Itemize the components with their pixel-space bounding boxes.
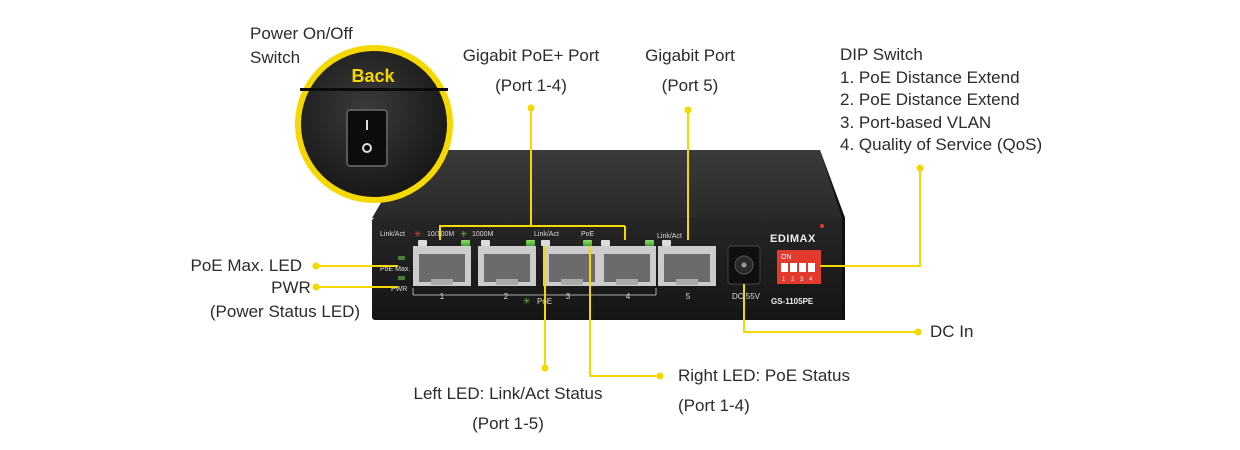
brand-logo: EDIMAX <box>770 233 816 245</box>
port-number: 2 <box>504 292 509 301</box>
model-label: GS-1105PE <box>771 297 814 306</box>
dc-in-label-text: DC In <box>930 322 974 341</box>
left-led-label-line1: Left LED: Link/Act Status <box>413 384 603 403</box>
panel-pwr-label: PWR <box>391 286 407 293</box>
poe-port-label-line1: Gigabit PoE+ Port <box>462 46 600 65</box>
port-number: 5 <box>686 292 691 301</box>
pwr-label-line1: PWR <box>271 278 311 297</box>
power-switch-label-line2: Switch <box>250 48 301 67</box>
left-led-label: Left LED: Link/Act Status (Port 1-5) <box>400 382 616 436</box>
callout-dot <box>914 328 922 336</box>
pwr-label-line2: (Power Status LED) <box>209 302 361 321</box>
rocker-switch <box>346 109 388 167</box>
rj45-port <box>543 246 601 286</box>
poe-max-led-label: PoE Max. LED <box>150 254 303 278</box>
dip-switch-item: 4. Quality of Service (QoS) <box>840 135 1043 154</box>
callout-dot <box>684 106 692 114</box>
pwr-label: PWR (Power Status LED) <box>200 276 370 324</box>
right-led-label-line1: Right LED: PoE Status <box>678 366 850 385</box>
svg-text:ON: ON <box>781 254 792 261</box>
poe-max-led <box>398 256 405 260</box>
panel-link-act-label-2: Link/Act <box>534 231 559 238</box>
dip-switch-item: 1. PoE Distance Extend <box>840 67 1020 87</box>
dc-voltage-label: DC 55V <box>732 292 761 301</box>
poe-max-led-label-text: PoE Max. LED <box>190 256 303 275</box>
dip-switch-item: 3. Port-based VLAN <box>840 112 992 132</box>
gigabit-port-label-line1: Gigabit Port <box>645 46 735 65</box>
rj45-port <box>598 246 656 286</box>
panel-speed-1000-label: 1000M <box>472 231 494 238</box>
callout-dot <box>916 164 924 172</box>
panel-poe-label: PoE <box>581 231 595 238</box>
svg-text:2: 2 <box>791 277 795 283</box>
svg-text:1: 1 <box>782 277 786 283</box>
right-led-label: Right LED: PoE Status (Port 1-4) <box>678 364 850 418</box>
port-number: 3 <box>566 292 571 301</box>
power-switch-label-line1: Power On/Off <box>250 24 353 43</box>
poe-port-label-line2: (Port 1-4) <box>495 76 567 95</box>
callout-dot <box>527 104 535 112</box>
poe-port-label: Gigabit PoE+ Port (Port 1-4) <box>450 44 612 98</box>
callout-dot <box>312 283 320 291</box>
callout-dot <box>541 364 549 372</box>
dip-switch-label: DIP Switch 1. PoE Distance Extend 2. PoE… <box>840 44 1042 157</box>
panel-poe-max-label: PoE Max. <box>380 266 410 273</box>
power-switch-zoom: Back <box>295 45 453 203</box>
gigabit-port-label-line2: (Port 5) <box>661 76 719 95</box>
svg-text:4: 4 <box>809 277 813 283</box>
power-switch-label: Power On/Off Switch <box>250 22 353 70</box>
rj45-port <box>413 246 471 286</box>
panel-link-act-label-5: Link/Act <box>657 233 682 240</box>
svg-text:3: 3 <box>800 277 804 283</box>
dip-switch-title: DIP Switch <box>840 45 923 64</box>
port-leds <box>418 240 671 246</box>
right-led-label-line2: (Port 1-4) <box>678 396 750 415</box>
callout-dot <box>312 262 320 270</box>
back-label: Back <box>351 66 395 86</box>
gigabit-port-label: Gigabit Port (Port 5) <box>630 44 750 98</box>
dc-in-label: DC In <box>930 320 973 344</box>
dip-switch-item: 2. PoE Distance Extend <box>840 90 1020 109</box>
left-led-label-line2: (Port 1-5) <box>472 414 544 433</box>
port-number: 1 <box>440 292 445 301</box>
panel-link-act-label: Link/Act <box>380 231 405 238</box>
callout-dot <box>656 372 664 380</box>
switch-top-face <box>372 150 845 218</box>
poe-bracket-star-icon: ✳ <box>523 296 531 306</box>
led-star-red-icon: ✳ <box>414 229 422 239</box>
rj45-port <box>478 246 536 286</box>
port-number: 4 <box>626 292 631 301</box>
rj45-port <box>658 246 716 286</box>
pwr-led <box>398 276 405 280</box>
led-star-green-icon: ✳ <box>460 229 468 239</box>
dip-switch: ON 1 2 3 4 <box>777 250 821 284</box>
